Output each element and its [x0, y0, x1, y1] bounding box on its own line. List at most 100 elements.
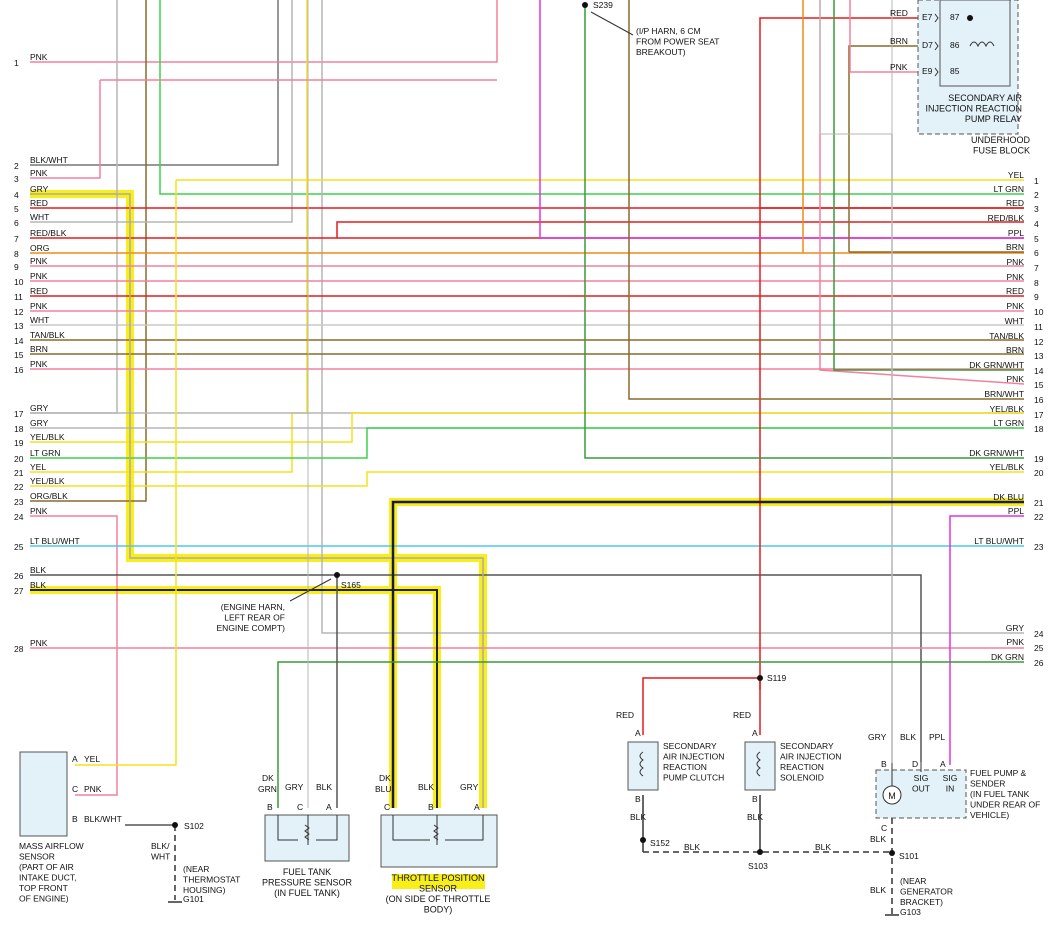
relay-pin-mark-1 — [934, 41, 939, 51]
ftps-wire-1: GRN — [258, 784, 277, 794]
left-pin-num-9: 9 — [14, 262, 19, 272]
s119-label: S119 — [767, 673, 786, 683]
s101-dot — [889, 850, 895, 856]
right-pin-label-3: RED — [1006, 198, 1024, 208]
wire-yel-maf — [75, 180, 177, 766]
right-pin-label-18: LT GRN — [994, 418, 1024, 428]
left-pin-label-7: RED/BLK — [30, 228, 67, 238]
wire-left-20 — [30, 427, 1024, 459]
right-pin-num-25: 25 — [1034, 643, 1044, 653]
pump-pin-d: D — [912, 759, 918, 769]
maf-wire-C: PNK — [84, 784, 102, 794]
solenoid-name-line-1: AIR INJECTION — [780, 752, 841, 762]
right-pin-num-4: 4 — [1034, 219, 1039, 229]
s101-label: S101 — [899, 851, 919, 861]
solenoid-wire-top: RED — [733, 710, 751, 720]
left-pin-label-26: BLK — [30, 565, 46, 575]
tps-internal — [392, 815, 484, 845]
wire-dkgrnwht-14 — [833, 0, 1024, 371]
wire-left-26 — [30, 574, 922, 762]
left-pin-num-12: 12 — [14, 307, 24, 317]
left-pin-label-1: PNK — [30, 52, 48, 62]
ftps-wire-2: GRY — [285, 782, 304, 792]
wire-left-23 — [30, 0, 147, 502]
ftps-internal — [277, 815, 338, 845]
relay-term-1: 86 — [950, 40, 960, 50]
relay-block-line-1: FUSE BLOCK — [973, 146, 1030, 156]
left-pin-label-16: PNK — [30, 359, 48, 369]
maf-wire-A: YEL — [84, 754, 100, 764]
maf-name-line-1: SENSOR — [19, 852, 55, 862]
relay-wire-2: PNK — [890, 62, 908, 72]
tps-pin-A: A — [474, 802, 480, 812]
right-pin-label-15: PNK — [1007, 374, 1025, 384]
left-pin-num-15: 15 — [14, 350, 24, 360]
ftps-pin-B: B — [267, 802, 273, 812]
clutch-coil — [639, 751, 644, 777]
relay-box — [917, 0, 1019, 135]
wire-dkblu-21 — [391, 500, 1024, 808]
right-pin-label-4: RED/BLK — [988, 213, 1025, 223]
s165-note-line-0: (ENGINE HARN, — [221, 602, 285, 612]
left-pin-label-13: WHT — [30, 315, 49, 325]
right-pin-label-17: YEL/BLK — [990, 404, 1025, 414]
left-pin-label-27: BLK — [30, 580, 46, 590]
right-pin-label-25: PNK — [1007, 637, 1025, 647]
pump-motor-label: M — [888, 791, 896, 801]
right-pin-label-11: WHT — [1005, 316, 1024, 326]
s239-label: S239 — [593, 0, 613, 10]
right-pin-label-23: LT BLU/WHT — [974, 536, 1024, 546]
s103-wire: BLK — [815, 842, 831, 852]
right-pin-label-6: BRN — [1006, 242, 1024, 252]
solenoid-pin-a: A — [752, 728, 758, 738]
right-pin-num-22: 22 — [1034, 512, 1044, 522]
s165-leader — [289, 578, 332, 602]
pump-box — [875, 769, 967, 819]
right-pin-label-14: DK GRN/WHT — [969, 360, 1024, 370]
pump-sig-in-line-0: SIG — [943, 773, 958, 783]
relay-wire-0: RED — [890, 8, 908, 18]
left-pin-label-14: TAN/BLK — [30, 330, 65, 340]
s152-wire: BLK — [684, 842, 700, 852]
ftps-wire-0: DK — [262, 773, 274, 783]
left-pin-num-1: 1 — [14, 58, 19, 68]
solenoid-name-line-2: REACTION — [780, 762, 824, 772]
s239-note-line-2: BREAKOUT) — [636, 47, 686, 57]
wire-ppl-5 — [539, 0, 1024, 239]
solenoid-wire-bot: BLK — [747, 812, 763, 822]
left-pin-label-5: RED — [30, 198, 48, 208]
s103-dot — [757, 849, 763, 855]
relay-cavity-1: D7 — [922, 40, 933, 50]
s239-note-line-1: FROM POWER SEAT — [636, 37, 719, 47]
right-pin-label-20: YEL/BLK — [990, 462, 1025, 472]
left-pin-label-20: LT GRN — [30, 448, 60, 458]
right-pin-num-10: 10 — [1034, 307, 1044, 317]
tps-wire-1: BLU — [375, 784, 392, 794]
left-pin-num-23: 23 — [14, 497, 24, 507]
right-pin-label-9: RED — [1006, 286, 1024, 296]
left-pin-label-11: RED — [30, 286, 48, 296]
left-pin-num-24: 24 — [14, 512, 24, 522]
wire-gry-loop — [819, 0, 893, 135]
wire-layer — [30, 0, 1025, 915]
left-pin-label-10: PNK — [30, 271, 48, 281]
right-pin-num-26: 26 — [1034, 658, 1044, 668]
clutch-wire-bot: BLK — [630, 812, 646, 822]
right-pin-num-5: 5 — [1034, 234, 1039, 244]
wire-left-21 — [30, 0, 308, 473]
left-pin-num-14: 14 — [14, 336, 24, 346]
relay-cavity-0: E7 — [922, 12, 933, 22]
relay-coil — [969, 41, 995, 48]
pump-wire-ppl: PPL — [929, 732, 945, 742]
wire-dkgrnwht-19 — [584, 5, 1024, 459]
s239-dot — [582, 2, 588, 8]
relay-pin-mark-2 — [934, 67, 939, 77]
wire-gry-24 — [321, 0, 1024, 634]
ftps-name-line-0: FUEL TANK — [283, 867, 331, 877]
s102-dot — [172, 822, 178, 828]
wire-left-6 — [30, 0, 293, 223]
pump-sig-in-line-1: IN — [946, 784, 955, 794]
tps-wire-3: GRY — [460, 782, 479, 792]
relay-term-0: 87 — [950, 12, 960, 22]
right-pin-label-16: BRN/WHT — [984, 389, 1024, 399]
